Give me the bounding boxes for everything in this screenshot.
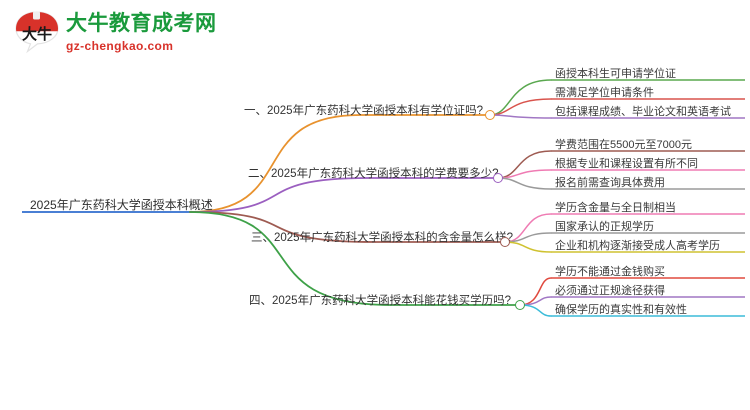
mindmap-leaf-label-3-3[interactable]: 企业和机构逐渐接受成人高考学历 <box>555 240 720 252</box>
mindmap-leaf-label-3-2[interactable]: 国家承认的正规学历 <box>555 221 654 233</box>
mindmap-leaf-label-2-2[interactable]: 根据专业和课程设置有所不同 <box>555 158 698 170</box>
site-title: 大牛教育成考网 <box>66 12 217 35</box>
mindmap-leaf-label-4-1[interactable]: 学历不能通过金钱购买 <box>555 266 665 278</box>
mindmap-leaf-label-4-2[interactable]: 必须通过正规途径获得 <box>555 285 665 297</box>
mindmap-leaf-label-4-3[interactable]: 确保学历的真实性和有效性 <box>555 304 687 316</box>
site-header: 大牛 大牛教育成考网 gz-chengkao.com <box>0 0 750 62</box>
speech-bubble-logo-icon[interactable]: 大牛 <box>14 10 60 54</box>
mindmap-leaf-label-1-2[interactable]: 需满足学位申请条件 <box>555 87 654 99</box>
logo-text-block[interactable]: 大牛教育成考网 gz-chengkao.com <box>66 12 217 54</box>
mindmap-root-label[interactable]: 2025年广东药科大学函授本科概述 <box>30 198 213 212</box>
mindmap-leaf-label-3-1[interactable]: 学历含金量与全日制相当 <box>555 202 676 214</box>
mindmap-leaf-label-2-3[interactable]: 报名前需查询具体费用 <box>555 177 665 189</box>
mindmap-leaf-label-2-1[interactable]: 学费范围在5500元至7000元 <box>555 139 692 151</box>
mindmap-branch-label-1[interactable]: 一、2025年广东药科大学函授本科有学位证吗? <box>244 105 483 117</box>
site-domain: gz-chengkao.com <box>66 39 174 53</box>
svg-text:大牛: 大牛 <box>22 25 52 43</box>
mindmap-branch-label-4[interactable]: 四、2025年广东药科大学函授本科能花钱买学历吗? <box>249 295 511 307</box>
mindmap-leaf-label-1-1[interactable]: 函授本科生可申请学位证 <box>555 68 676 80</box>
mindmap-leaf-label-1-3[interactable]: 包括课程成绩、毕业论文和英语考试 <box>555 106 731 118</box>
mindmap-branch-label-3[interactable]: 三、2025年广东药科大学函授本科的含金量怎么样? <box>251 232 513 244</box>
mindmap-branch-label-2[interactable]: 二、2025年广东药科大学函授本科的学费要多少? <box>248 168 499 180</box>
